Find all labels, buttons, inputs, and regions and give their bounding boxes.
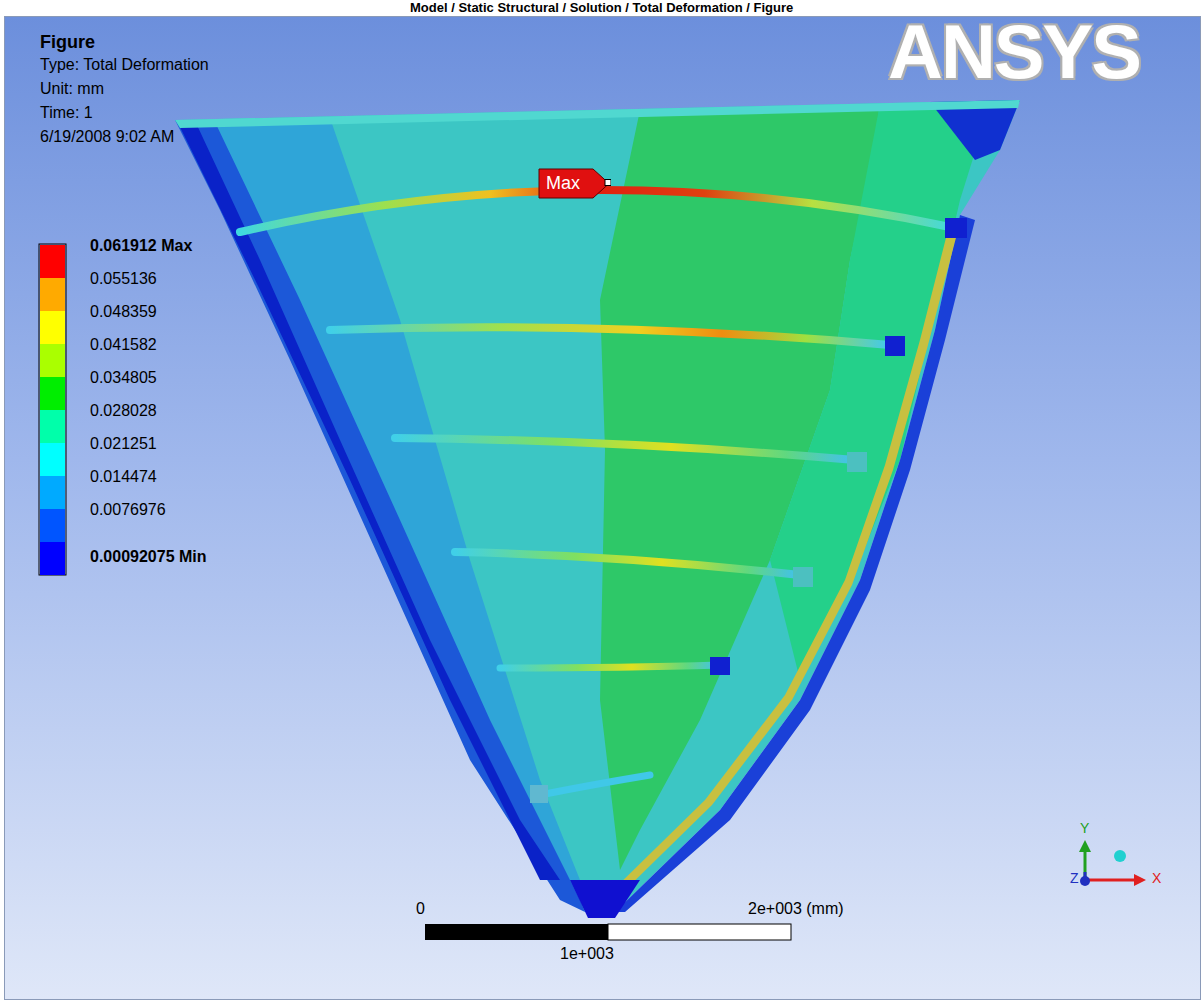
color-band bbox=[40, 542, 65, 575]
legend-value: 0.061912 Max bbox=[90, 237, 192, 255]
legend-value: 0.055136 bbox=[90, 270, 157, 288]
legend-value: 0.028028 bbox=[90, 402, 157, 420]
legend-value: 0.034805 bbox=[90, 369, 157, 387]
legend-value: 0.00092075 Min bbox=[90, 548, 207, 566]
legend-value: 0.014474 bbox=[90, 468, 157, 486]
axis-label: Z bbox=[1070, 870, 1079, 886]
legend-value: 0.021251 bbox=[90, 435, 157, 453]
result-unit: Unit: mm bbox=[40, 80, 104, 98]
scale-mid: 1e+003 bbox=[560, 945, 614, 963]
color-band bbox=[40, 443, 65, 476]
marker-text: Max bbox=[538, 168, 611, 199]
color-band bbox=[40, 311, 65, 344]
axis-label: Y bbox=[1080, 820, 1089, 836]
color-band bbox=[40, 476, 65, 509]
max-marker: Max bbox=[538, 168, 611, 199]
ansys-logo: ANSYS bbox=[888, 14, 1140, 90]
window-title: Model / Static Structural / Solution / T… bbox=[410, 0, 793, 15]
plot-heading: Figure bbox=[40, 32, 95, 53]
color-band bbox=[40, 377, 65, 410]
color-band bbox=[40, 509, 65, 542]
scale-zero: 0 bbox=[416, 900, 425, 918]
color-band bbox=[40, 344, 65, 377]
color-band bbox=[40, 278, 65, 311]
color-band bbox=[40, 410, 65, 443]
legend-value: 0.048359 bbox=[90, 303, 157, 321]
color-band bbox=[40, 245, 65, 278]
legend-value: 0.041582 bbox=[90, 336, 157, 354]
result-date: 6/19/2008 9:02 AM bbox=[40, 128, 174, 146]
marker-point bbox=[605, 180, 611, 186]
scale-max: 2e+003 (mm) bbox=[748, 900, 844, 918]
legend-value: 0.0076976 bbox=[90, 501, 166, 519]
result-time: Time: 1 bbox=[40, 104, 93, 122]
result-type: Type: Total Deformation bbox=[40, 56, 209, 74]
axis-label: X bbox=[1152, 870, 1161, 886]
